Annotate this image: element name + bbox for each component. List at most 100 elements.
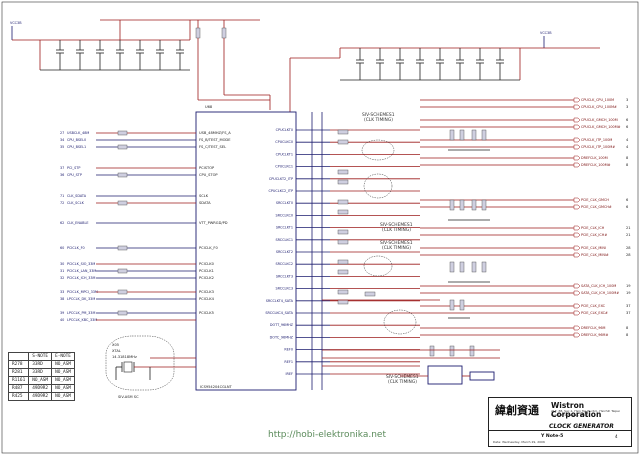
power-section-right: VCC3B [289,31,600,120]
chip-pin-label: SRCCLKC4_SATA [265,311,293,315]
table-row: R487 49D9R2 NO_ASM [7,384,75,393]
company-address: 21F, 88, Sec.1, Hsin Tai Wu Rd., Hsichih… [551,409,620,417]
net-label: SATA_CLK_ICH_100M# [581,291,619,295]
pin-number: 32 [60,276,64,280]
chip-pin-label: SRCCLKT0 [276,201,293,205]
offpage-connector-icon [573,325,581,331]
pin-number: 38 [60,297,64,301]
pin-number: 62 [60,221,64,225]
net-label: CPUCLK_ITP_100M [581,138,612,142]
pin-number: 39 [60,311,64,315]
offpage-connector-icon [573,144,581,150]
sheet-ref: 8 [626,163,629,167]
revision-table: S-NOTE E-NOTE R278 33RD NO_ASM R281 33RD… [7,352,75,401]
watermark-url: http://hobi-elektronika.net [268,430,386,440]
power-label: VCC3B [540,31,552,35]
offpage-connector-icon [573,117,581,123]
net-label: PCICLK_LAN_33M [67,269,96,273]
table-header-cell [7,352,30,361]
chip-pin-label: DOTC_96MHZ [270,335,294,339]
power-section-left: VCC3B [10,19,271,110]
sheet-ref: 28 [626,253,631,257]
net-label: DREFCLK_96M# [581,333,608,337]
offpage-connector-icon [573,245,581,251]
offpage-connector-icon [573,162,581,168]
pin-number: 35 [60,145,64,149]
crystal-note: SIV-ASM SC [118,395,139,399]
net-label: PCIE_CLK_MINI [581,246,606,250]
net-label: PCIE_CLK_ICH [581,226,605,230]
net-label: SATA_CLK_ICH_100M [581,284,616,288]
ref-clock-area [322,291,500,367]
timing-callouts: SIV-SCHEMES1 (CLK TIMING) SIV-SCHEMES1 (… [361,112,419,385]
timing-note-detail: (CLK TIMING) [382,227,411,233]
timing-note-detail: (CLK TIMING) [364,117,393,123]
sheet-ref: 19 [626,284,631,288]
sheet-ref: 3 [626,98,628,102]
net-label: LPCCLK_KBC_33M [67,318,97,322]
title-block: 緯創資通 Wistron Corporation 21F, 88, Sec.1,… [488,397,632,447]
sheet-date: Date: Wednesday, March 29, 2006 [493,440,545,444]
net-label: CPUCLK_ITP_100M# [581,145,615,149]
net-label: PCICLK_F0 [67,246,85,250]
table-cell: 49D9R2 [28,384,53,393]
sheet-ref: 6 [626,118,629,122]
timing-note: SIV-SCHEMES1 [380,240,413,246]
table-cell: 49D9R2 [28,392,53,401]
pin-number: 40 [60,318,64,322]
net-label: CPUCLK_GMCH_100M# [581,125,621,129]
chip-pin-label: CPUCLKT0 [276,128,293,132]
chip-body [195,111,297,391]
offpage-connector-icon [573,97,581,103]
chip-pin-label: IREF [286,372,293,376]
chip-pin-label: PCICLK4 [199,297,215,301]
sheet-ref: 21 [626,233,631,237]
net-label: LPCCLK_DK_33M [67,297,95,301]
chip-pin-label: VTT_PWRGD/PD [199,221,228,225]
series-resistor [117,200,128,206]
sheet-ref: 8 [626,333,629,337]
chip-pin-label: REF0 [284,348,293,352]
title-block-info-row: Y Note-5 4 Date: Wednesday, March 29, 20… [489,430,631,446]
sheet-ref: 21 [626,226,631,230]
offpage-connector-icon [573,204,581,210]
crystal-icon [123,361,133,373]
offpage-connector-icon [573,225,581,231]
sheet-ref: 8 [626,156,629,160]
sheet-title: CLOCK GENERATOR [549,423,614,430]
table-cell: NO_ASM [51,368,75,377]
chip-pin-label: PCICLK0 [199,262,215,266]
timing-note-detail: (CLK TIMING) [388,379,417,385]
chip-inner-right-labels: CPUCLKT0CPUCLKC0CPUCLKT1CPUCLKC1CPUCLKT2… [265,128,420,376]
timing-note: SIV-SCHEMES1 [362,112,395,118]
pin-number: 71 [60,194,64,198]
net-label: PCICLK_SIO_33M [67,262,95,266]
crystal-label: XTAL [112,349,121,353]
chip-pin-label: CPUCLKT1 [276,152,293,156]
sheet-ref: 6 [626,205,629,209]
chip-ref: U68 [205,105,213,109]
table-header-cell: S-NOTE [28,352,53,361]
pin-number: 33 [60,290,64,294]
chip-pin-label: SRCCLKC0 [275,213,293,217]
chip-pin-label: CPU_STOP [199,173,218,177]
series-resistor [117,144,128,150]
chip-pin-label: PCISTOP [199,166,215,170]
net-label: USBCLK_48M [67,131,89,135]
net-label: PCIE_CLK_EXC [581,304,606,308]
offpage-connector-icon [573,303,581,309]
net-label: CLK_SDATA [67,194,87,198]
net-label: DREFCLK_100M# [581,163,611,167]
chip-pin-label: FS_B/TEST_MODE [199,138,231,142]
table-cell: NO_ASM [51,360,75,369]
table-row: R1161 NO_ASM NO_ASM [7,376,75,385]
net-label: CPU_BSEL0 [67,138,86,142]
pin-number: 30 [60,262,64,266]
pin-number: 60 [60,246,64,250]
net-label: DREFCLK_96M [581,326,606,330]
termination-resistors [337,129,490,319]
offpage-connector-icon [573,283,581,289]
